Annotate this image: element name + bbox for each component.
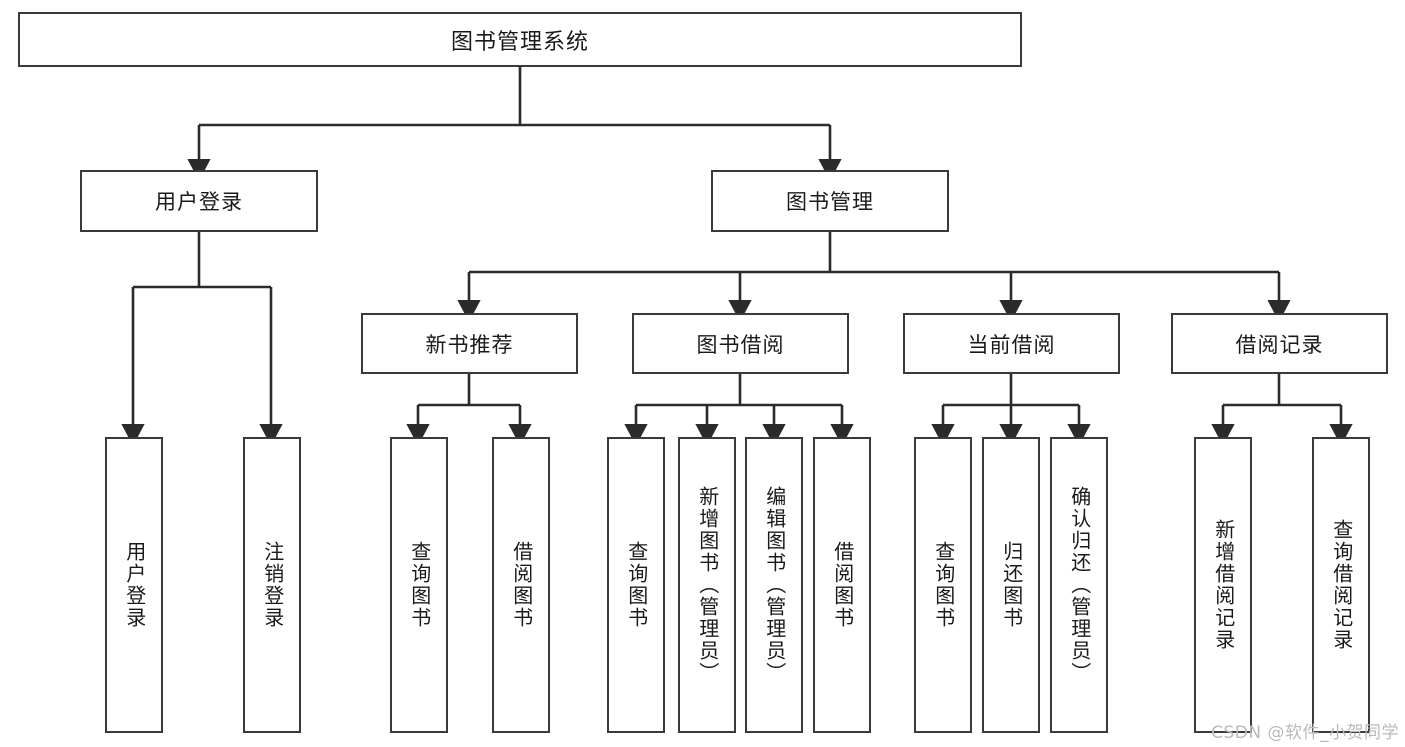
leaf-label: 用户登录 [122,541,147,629]
leaf-label: 编辑图书（管理员） [762,486,787,684]
leaf-label: 查询图书 [624,541,649,629]
leaf-label: 借阅图书 [509,541,534,629]
node-book-borrow[interactable]: 图书借阅 [632,313,849,374]
leaf-borrow-record-query[interactable]: 查询借阅记录 [1312,437,1370,733]
leaf-label: 新增图书（管理员） [695,486,720,684]
node-book-borrow-label: 图书借阅 [696,332,785,357]
leaf-label: 查询借阅记录 [1329,519,1354,651]
leaf-current-borrow-query[interactable]: 查询图书 [914,437,972,733]
leaf-label: 查询图书 [931,541,956,629]
node-book-management-label: 图书管理 [786,190,874,214]
node-root-label: 图书管理系统 [450,29,589,55]
leaf-book-borrow-query[interactable]: 查询图书 [607,437,665,733]
node-current-borrow-label: 当前借阅 [967,332,1056,357]
node-new-book-recommend[interactable]: 新书推荐 [361,313,578,374]
node-borrow-record[interactable]: 借阅记录 [1171,313,1388,374]
watermark: CSDN @软件_小贺同学 [1211,723,1399,743]
leaf-user-login-login[interactable]: 用户登录 [105,437,163,733]
leaf-user-login-logout[interactable]: 注销登录 [243,437,301,733]
leaf-label: 新增借阅记录 [1211,519,1236,651]
leaf-book-borrow-borrow[interactable]: 借阅图书 [813,437,871,733]
node-root[interactable]: 图书管理系统 [18,12,1022,67]
node-new-book-recommend-label: 新书推荐 [425,332,514,357]
leaf-label: 注销登录 [260,541,285,629]
leaf-label: 归还图书 [999,541,1024,629]
node-current-borrow[interactable]: 当前借阅 [903,313,1120,374]
leaf-label: 确认归还（管理员） [1067,486,1092,684]
node-user-login[interactable]: 用户登录 [80,170,318,232]
leaf-current-borrow-return[interactable]: 归还图书 [982,437,1040,733]
leaf-book-borrow-edit[interactable]: 编辑图书（管理员） [745,437,803,733]
node-borrow-record-label: 借阅记录 [1235,332,1324,357]
leaf-label: 借阅图书 [830,541,855,629]
node-book-management[interactable]: 图书管理 [711,170,949,232]
node-user-login-label: 用户登录 [155,190,243,214]
leaf-label: 查询图书 [407,541,432,629]
leaf-new-book-borrow[interactable]: 借阅图书 [492,437,550,733]
leaf-borrow-record-add[interactable]: 新增借阅记录 [1194,437,1252,733]
leaf-book-borrow-add[interactable]: 新增图书（管理员） [678,437,736,733]
leaf-current-borrow-confirm[interactable]: 确认归还（管理员） [1050,437,1108,733]
leaf-new-book-query[interactable]: 查询图书 [390,437,448,733]
